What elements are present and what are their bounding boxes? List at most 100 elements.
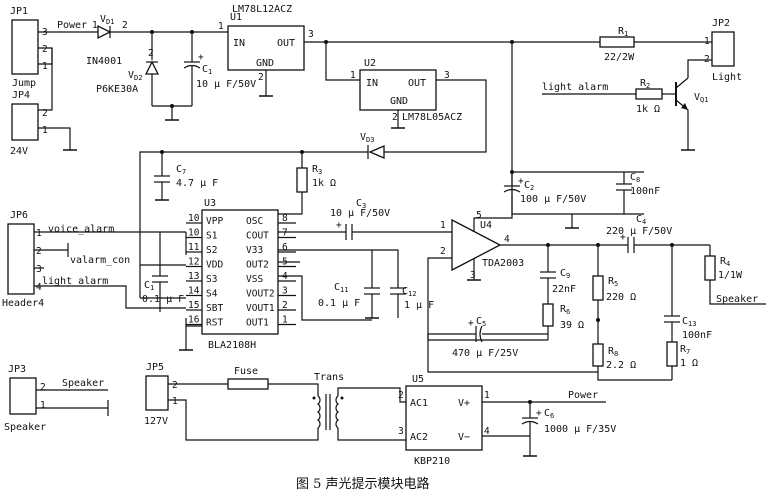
svg-text:C7: C7 [176,164,186,176]
resistor-r7: R7 1 Ω [666,341,698,380]
figure-caption: 图 5 声光提示模块电路 [296,476,430,492]
svg-text:10 μ F/50V: 10 μ F/50V [196,79,256,90]
resistor-r4: R4 1/1W Speaker [704,245,766,305]
svg-text:U2: U2 [364,58,376,69]
svg-text:2: 2 [440,246,446,257]
transistor-vq1: VQ1 [662,77,708,150]
svg-text:LM78L12ACZ: LM78L12ACZ [232,4,292,15]
resistor-r1: R1 22/2W [599,26,635,63]
u3-pin-cout: COUT [246,231,269,242]
transformer: Trans [312,372,344,430]
svg-text:P6KE30A: P6KE30A [96,84,138,95]
cap-c6: + C6 1000 μ F/35V [521,402,616,456]
svg-text:OUT: OUT [408,78,426,89]
jp4-connector: JP4 2 1 24V [10,90,48,157]
svg-text:voice_alarm: voice_alarm [48,224,114,235]
svg-text:valarm_con: valarm_con [70,255,130,266]
svg-text:JP4: JP4 [12,90,30,101]
svg-text:V−: V− [458,432,470,443]
svg-text:JP1: JP1 [10,6,28,17]
cap-c8: C8 100nF [616,172,660,214]
svg-text:+: + [198,52,204,63]
amplifier-u4: U4 TDA2003 1 2 5 4 3 [440,210,524,281]
svg-text:2: 2 [40,382,46,393]
svg-text:C12: C12 [402,286,416,298]
svg-text:R4: R4 [720,256,730,268]
svg-text:22nF: 22nF [552,284,576,295]
svg-text:1: 1 [440,220,446,231]
svg-text:2: 2 [42,44,48,55]
svg-text:AC2: AC2 [410,432,428,443]
cap-c12: C12 1 μ F [390,286,434,318]
svg-text:+: + [336,220,342,231]
svg-text:3: 3 [308,29,314,40]
u3-pin-s1: S1 [206,231,218,242]
u3-pin-number: 10 [188,213,200,224]
svg-text:1: 1 [704,36,710,47]
svg-text:100nF: 100nF [630,186,660,197]
svg-text:C9: C9 [560,268,570,280]
svg-text:Jump: Jump [12,78,36,89]
svg-text:JP3: JP3 [8,364,26,375]
regulator-u2: U2 IN OUT GND 1 3 2 LM78L05ACZ [350,58,462,123]
u3-pin-number: 14 [188,286,200,297]
u3-pin-osc: OSC [246,216,263,227]
svg-text:Speaker: Speaker [4,422,46,433]
svg-text:C13: C13 [682,316,696,328]
cap-c7: C7 4.7 μ F [154,152,218,201]
svg-text:0.1 μ F: 0.1 μ F [318,298,360,309]
svg-text:1: 1 [92,20,98,31]
svg-text:+: + [468,318,474,329]
svg-text:VD2: VD2 [128,70,142,82]
svg-text:2.2 Ω: 2.2 Ω [606,360,636,371]
svg-text:1: 1 [40,400,46,411]
svg-text:JP6: JP6 [10,210,28,221]
svg-text:C11: C11 [334,282,348,294]
svg-text:1k Ω: 1k Ω [636,104,660,115]
svg-text:C5: C5 [476,316,486,328]
svg-text:220 Ω: 220 Ω [606,292,636,303]
jp2-connector: JP2 1 2 Light [704,18,742,83]
u3-pin-number: 2 [282,300,288,311]
svg-text:2: 2 [148,48,154,59]
u3-pin-number: 10 [188,228,200,239]
u3-pin-number: 6 [282,242,288,253]
svg-text:C1: C1 [144,280,154,292]
diode-vd2: 2 VD2 P6KE30A [96,32,160,106]
u3-pin-number: 13 [188,271,199,282]
svg-text:U1: U1 [230,12,242,23]
svg-text:IN: IN [233,38,245,49]
svg-text:U4: U4 [480,220,492,231]
u3-pin-number: 8 [282,213,288,224]
svg-text:Light: Light [712,72,742,83]
svg-text:+: + [518,176,524,187]
jp6-connector: JP6 1 2 3 4 Header4 [2,210,44,309]
u3-pin-sbt: SBT [206,303,223,314]
svg-text:4: 4 [504,234,510,245]
u3-pin-out2: OUT2 [246,260,269,271]
cap-c4: + C4 220 μ F/50V [606,214,710,253]
svg-text:R3: R3 [312,164,322,176]
svg-text:1 Ω: 1 Ω [680,358,698,369]
svg-text:3: 3 [470,270,476,281]
fuse: Fuse [227,366,269,390]
svg-text:JP2: JP2 [712,18,730,29]
resistor-r8: R8 2.2 Ω [592,343,672,381]
svg-text:+: + [620,232,626,243]
svg-text:1 μ F: 1 μ F [404,300,434,311]
u3-pin-vout2: VOUT2 [246,289,275,300]
u3-pin-number: 1 [282,315,288,326]
svg-text:C4: C4 [636,214,646,226]
cap-c2: + C2 100 μ F/50V [503,172,644,215]
svg-text:Speaker: Speaker [62,378,104,389]
u3-pin-vout1: VOUT1 [246,303,275,314]
svg-text:U5: U5 [412,374,424,385]
svg-text:Trans: Trans [314,372,344,383]
u3-pin-number: 15 [188,300,199,311]
svg-text:3: 3 [444,70,450,81]
svg-text:Header4: Header4 [2,298,44,309]
bridge-u5: U5 AC1 AC2 V+ V− 2 3 1 4 KBP210 [398,374,490,467]
svg-text:IN4001: IN4001 [86,56,122,67]
svg-text:LM78L05ACZ: LM78L05ACZ [402,112,462,123]
svg-text:2: 2 [42,108,48,119]
